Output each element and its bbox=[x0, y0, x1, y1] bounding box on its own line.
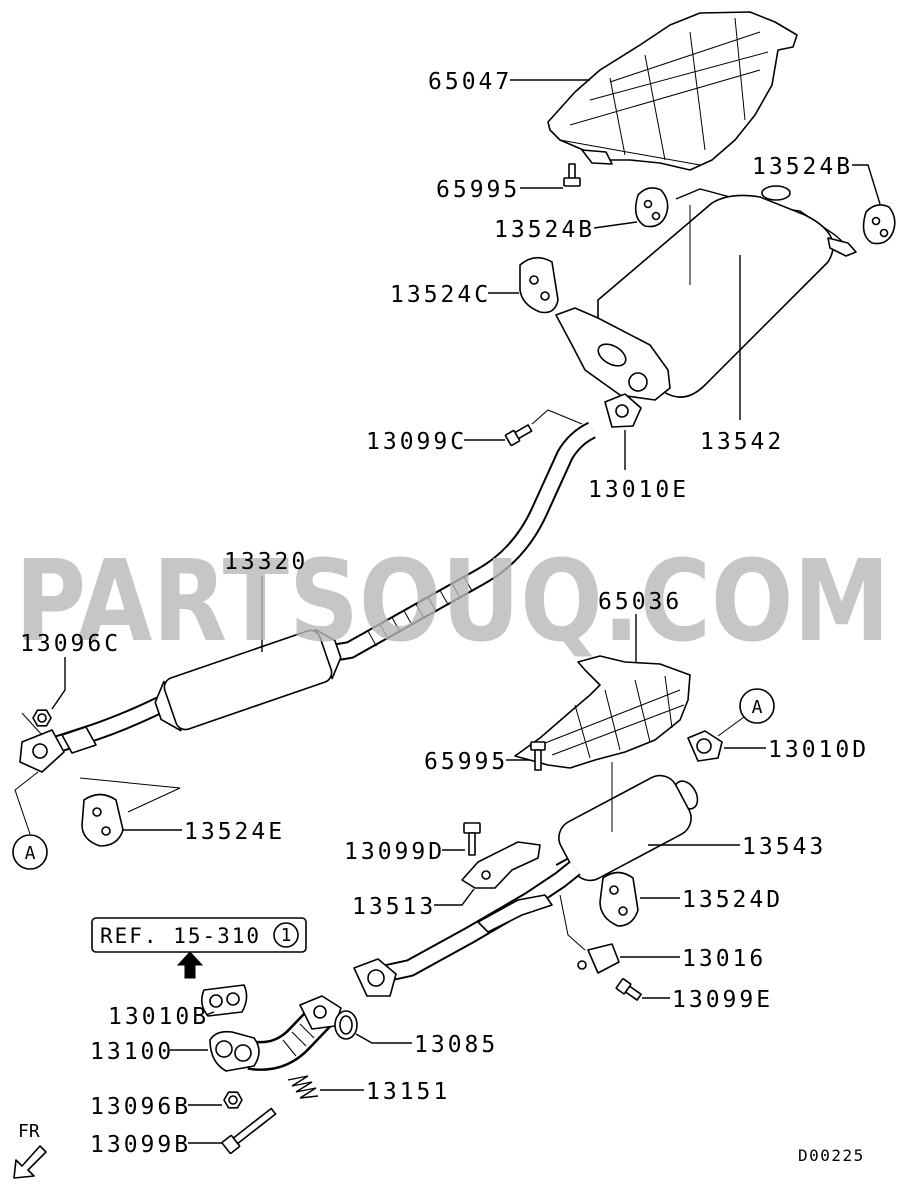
reference-text: REF. 15-310 bbox=[100, 924, 261, 948]
reference-circled-number: 1 bbox=[281, 925, 292, 946]
guide-connector-left bbox=[14, 712, 43, 835]
callout-13542[interactable]: 13542 bbox=[700, 429, 784, 455]
bolt-65995-top bbox=[563, 163, 581, 187]
reference-box[interactable]: REF. 15-310 1 bbox=[91, 917, 307, 953]
leader-13010B bbox=[205, 1011, 215, 1016]
nut-13096B bbox=[223, 1091, 243, 1109]
front-pipe-13100 bbox=[209, 995, 342, 1072]
gasket-13010B bbox=[200, 984, 248, 1017]
connector-a-left: A bbox=[12, 834, 48, 870]
callout-13099B[interactable]: 13099B bbox=[90, 1132, 191, 1158]
direction-label: FR bbox=[18, 1121, 40, 1142]
callout-13099D[interactable]: 13099D bbox=[344, 839, 445, 865]
callout-65036[interactable]: 65036 bbox=[598, 589, 682, 615]
guide-13099C bbox=[531, 409, 583, 425]
heat-shield-upper bbox=[547, 11, 798, 171]
leader-13524B-left bbox=[593, 221, 638, 229]
callout-65995-lower[interactable]: 65995 bbox=[424, 749, 508, 775]
callout-13151[interactable]: 13151 bbox=[366, 1079, 450, 1105]
callout-65047[interactable]: 65047 bbox=[428, 69, 512, 95]
callout-13096B[interactable]: 13096B bbox=[90, 1094, 191, 1120]
callout-13543[interactable]: 13543 bbox=[742, 834, 826, 860]
hanger-13524B-left bbox=[634, 187, 669, 228]
hanger-13524E bbox=[81, 793, 124, 847]
main-muffler bbox=[555, 185, 857, 401]
connector-a-top: A bbox=[739, 688, 775, 724]
heat-shield-lower bbox=[514, 655, 691, 769]
front-direction-arrow-icon bbox=[13, 1145, 47, 1179]
callout-13016[interactable]: 13016 bbox=[682, 946, 766, 972]
guide-13524E bbox=[79, 777, 181, 813]
leader-13524B-right bbox=[852, 164, 881, 205]
leader-13513 bbox=[434, 888, 475, 906]
callout-13320[interactable]: 13320 bbox=[224, 549, 308, 575]
bolt-13099B bbox=[221, 1107, 277, 1155]
callout-13524E[interactable]: 13524E bbox=[184, 819, 285, 845]
callout-13524C[interactable]: 13524C bbox=[390, 282, 491, 308]
part-13016 bbox=[559, 894, 620, 974]
callout-13524B-right[interactable]: 13524B bbox=[752, 154, 853, 180]
nut-13096C bbox=[32, 709, 52, 727]
diagram-code: D00225 bbox=[798, 1146, 865, 1165]
leader-13085 bbox=[355, 1033, 412, 1044]
callout-13085[interactable]: 13085 bbox=[414, 1032, 498, 1058]
center-pipe bbox=[19, 421, 597, 773]
gasket-ring-13085 bbox=[334, 1010, 358, 1040]
callout-13513[interactable]: 13513 bbox=[352, 894, 436, 920]
gasket-13010E bbox=[604, 393, 642, 428]
callout-13099E[interactable]: 13099E bbox=[672, 987, 773, 1013]
watermark: PARTSOUQ.COM bbox=[15, 537, 890, 667]
callout-13010E[interactable]: 13010E bbox=[588, 477, 689, 503]
callout-13096C[interactable]: 13096C bbox=[20, 631, 121, 657]
bolt-13099C bbox=[504, 424, 533, 447]
reference-arrow-up-icon bbox=[176, 951, 204, 979]
gasket-13010D bbox=[687, 730, 723, 762]
connector-a-left-label: A bbox=[25, 843, 36, 864]
hanger-13524C bbox=[519, 256, 559, 314]
connector-a-top-label: A bbox=[752, 697, 763, 718]
callout-65995-top[interactable]: 65995 bbox=[436, 177, 520, 203]
callout-13099C[interactable]: 13099C bbox=[366, 429, 467, 455]
guide-connector-top bbox=[717, 716, 745, 737]
callout-13010B[interactable]: 13010B bbox=[108, 1004, 209, 1030]
bolt-65995-lower bbox=[530, 741, 546, 771]
leader-13096C bbox=[51, 657, 66, 710]
bolt-13099E bbox=[615, 978, 642, 1001]
hanger-13524D bbox=[599, 871, 639, 927]
callout-13010D[interactable]: 13010D bbox=[768, 737, 869, 763]
callout-13524D[interactable]: 13524D bbox=[682, 887, 783, 913]
bracket-13513 bbox=[461, 841, 541, 889]
spring-13151 bbox=[287, 1075, 319, 1099]
front-pipe-lower bbox=[353, 860, 581, 997]
callout-13524B-left[interactable]: 13524B bbox=[494, 217, 595, 243]
callout-13100[interactable]: 13100 bbox=[90, 1039, 174, 1065]
bolt-13099D bbox=[463, 822, 481, 856]
hanger-13524B-right bbox=[862, 204, 896, 245]
